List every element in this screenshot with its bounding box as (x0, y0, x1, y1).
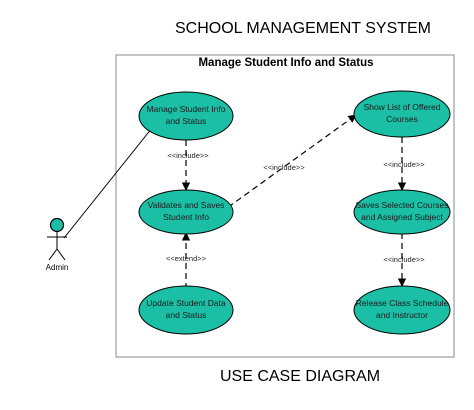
usecase-label-line2: and Status (166, 310, 207, 320)
include-label-4: <<include>> (383, 255, 425, 264)
include-validate-to-show (219, 114, 357, 214)
include-label-3: <<include>> (383, 160, 425, 169)
usecase-label-line2: Courses (386, 114, 418, 124)
usecase-update-student-data[interactable]: Update Student Data and Status (138, 285, 234, 335)
usecase-label-line2: and Status (166, 116, 207, 126)
usecase-label-line1: Validates and Saves (148, 200, 225, 210)
usecase-show-offered-courses[interactable]: Show List of Offered Courses (353, 90, 451, 138)
actor-head (49, 217, 65, 233)
actor-right-leg (56, 248, 66, 261)
extend-label-1: <<extend>> (166, 254, 207, 263)
actor-admin[interactable]: Admin (46, 217, 69, 273)
diagram-footer: USE CASE DIAGRAM (220, 368, 380, 385)
usecase-label-line1: Saves Selected Courses (355, 200, 448, 210)
usecase-label-line2: and Instructor (376, 310, 428, 320)
usecase-validate-student-info[interactable]: Validates and Saves Student Info (138, 189, 234, 235)
include-label-1: <<include>> (167, 151, 209, 160)
diagram-title: SCHOOL MANAGEMENT SYSTEM (175, 20, 431, 37)
usecase-label-line2: and Assigned Subject (361, 212, 443, 222)
actor-label: Admin (46, 263, 69, 272)
usecase-release-class-schedule[interactable]: Release Class Schedule and Instructor (353, 285, 451, 335)
usecase-manage-student-info[interactable]: Manage Student Info and Status (138, 91, 234, 141)
usecase-label-line1: Update Student Data (146, 298, 226, 308)
usecase-label-line1: Manage Student Info (147, 104, 226, 114)
include-label-2: <<include>> (263, 163, 305, 172)
usecase-label-line1: Show List of Offered (364, 102, 441, 112)
system-boundary-title: Manage Student Info and Status (198, 57, 373, 69)
usecase-label-line2: Student Info (163, 212, 209, 222)
association-admin-manage (63, 127, 153, 239)
usecase-save-selected-courses[interactable]: Saves Selected Courses and Assigned Subj… (353, 189, 451, 235)
actor-left-leg (48, 248, 58, 261)
usecase-label-line1: Release Class Schedule (356, 298, 449, 308)
